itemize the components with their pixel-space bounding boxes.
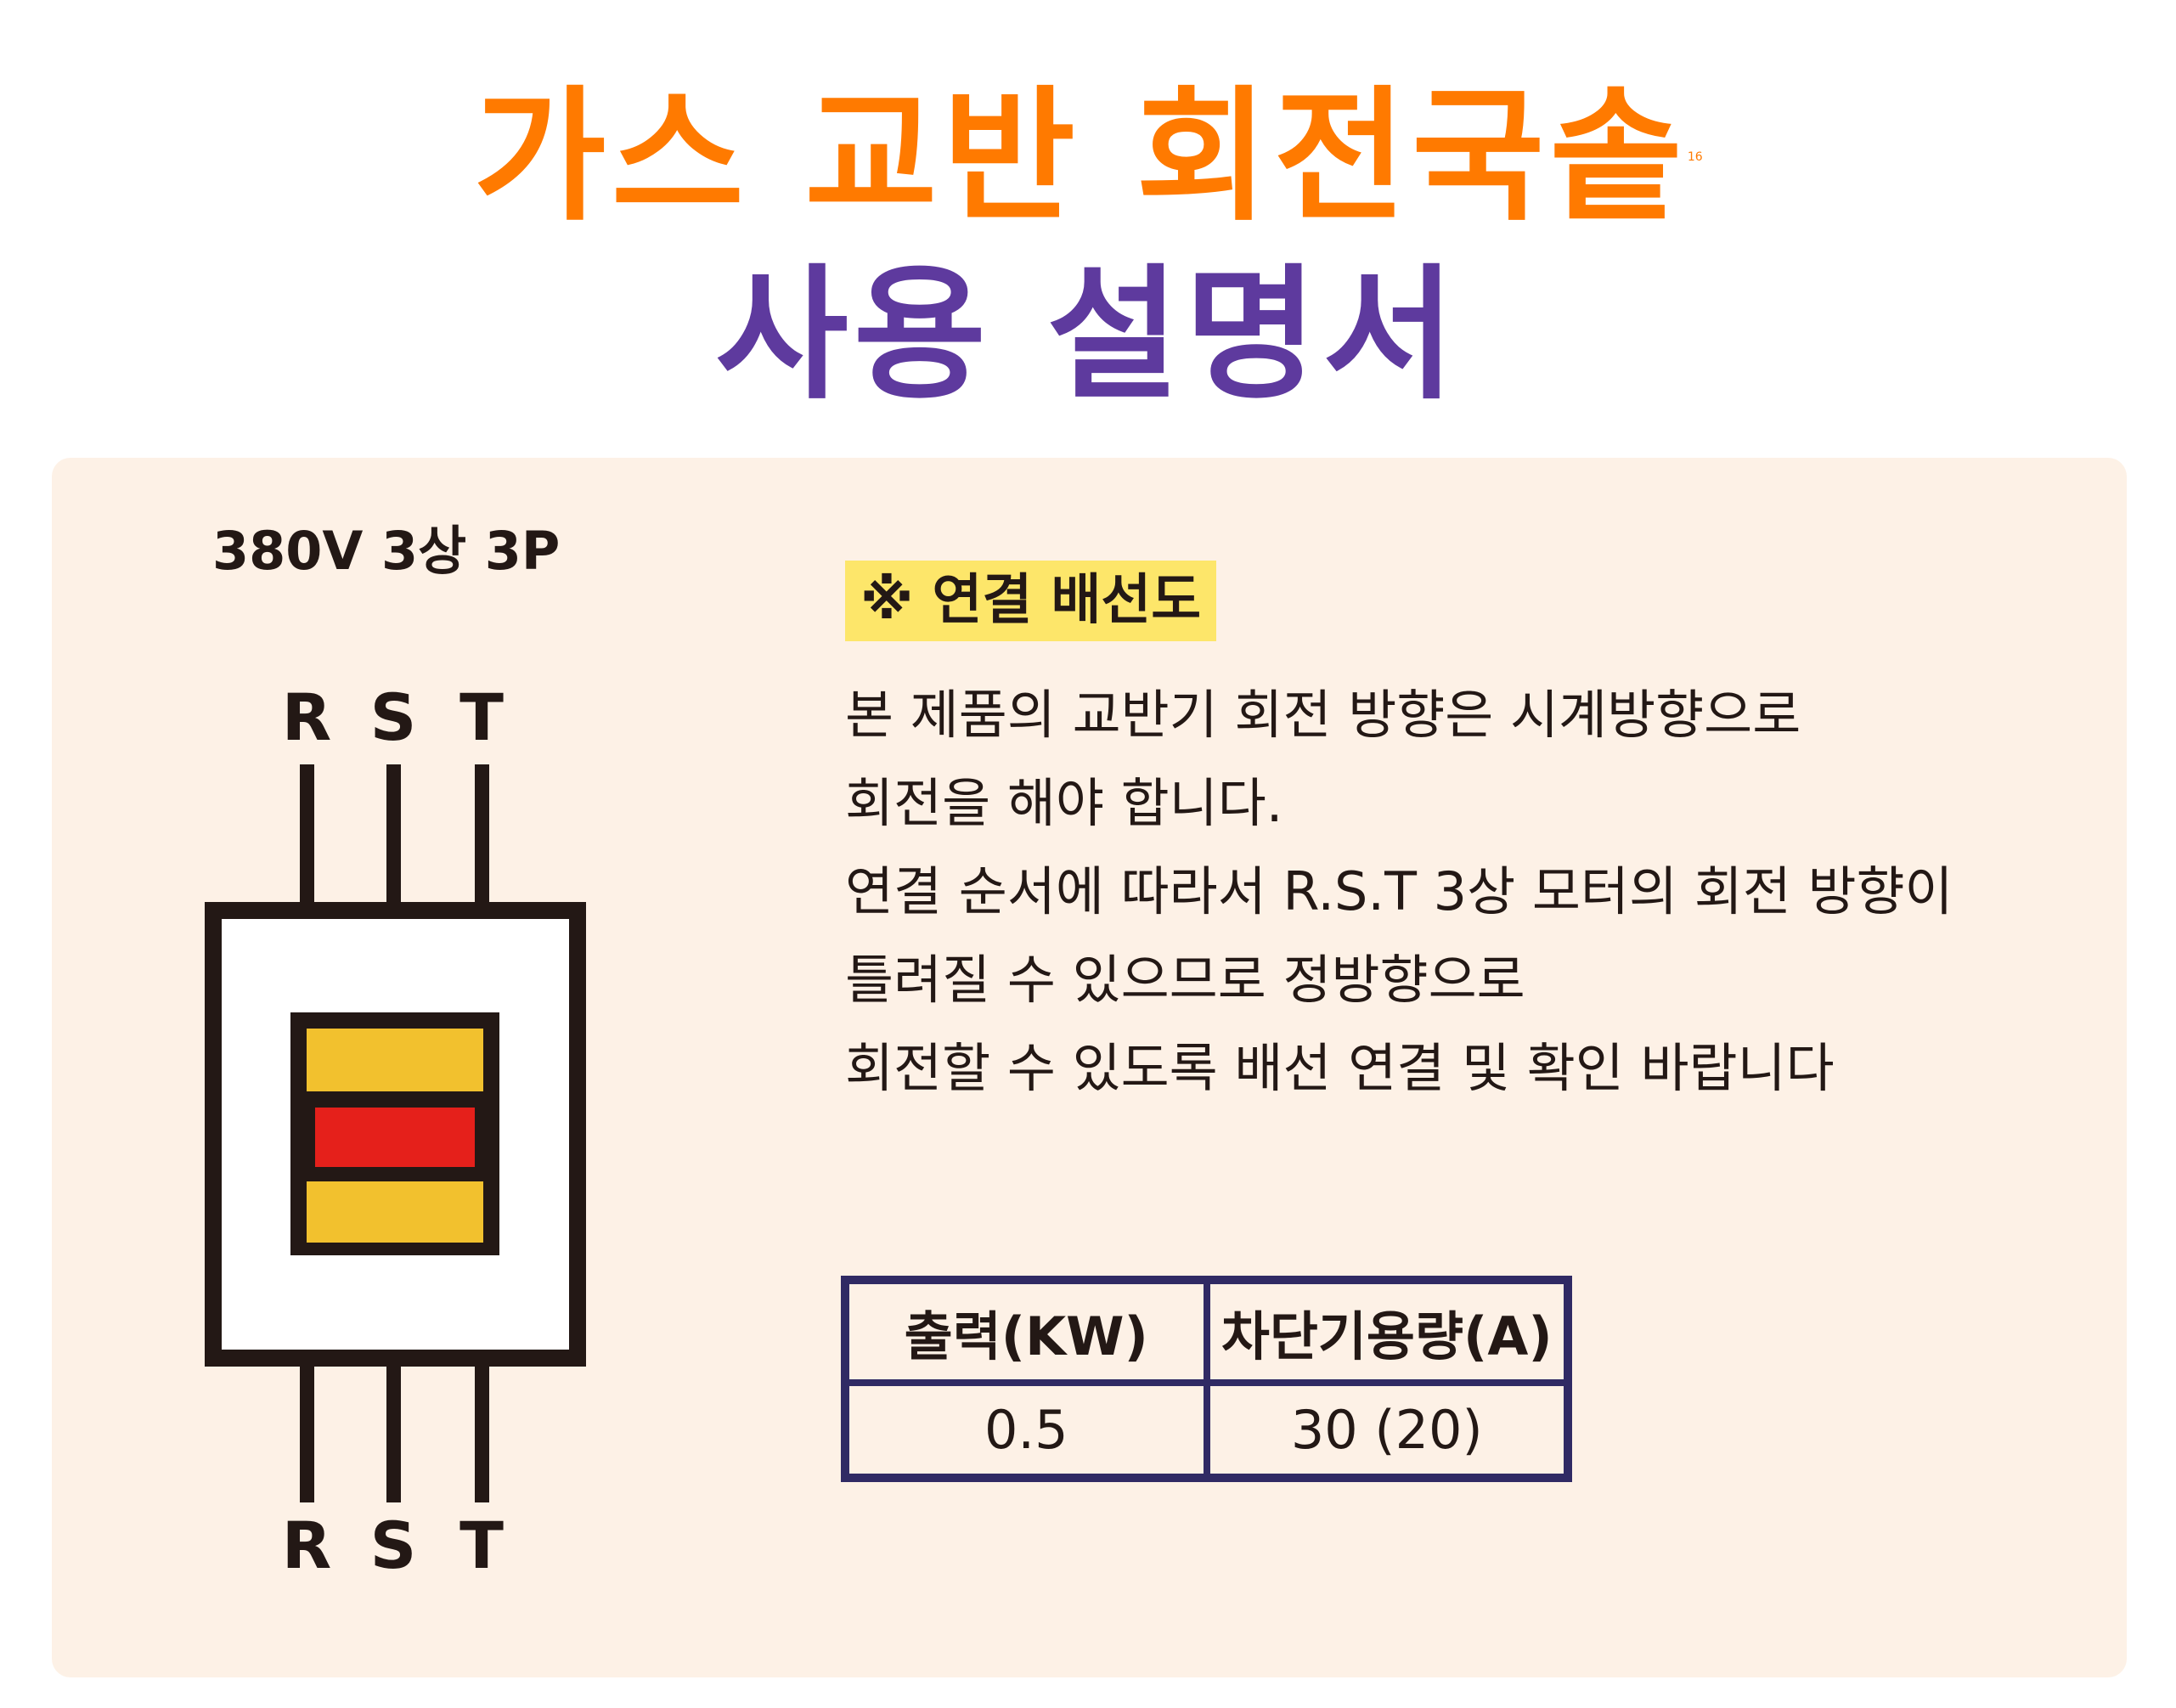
bottom-label-r: R — [281, 1508, 332, 1583]
instruction-line: 연결 순서에 따라서 R.S.T 3상 모터의 회전 방향이 — [845, 860, 1953, 922]
instructions: 본 제품의 교반기 회전 방향은 시계방향으로 회전을 해야 합니다. 연결 순… — [845, 671, 1953, 1113]
table-header-row: 출력(KW) 차단기용량(A) — [842, 1277, 1571, 1386]
yellow-bar-top — [307, 1029, 483, 1091]
instruction-line: 회전할 수 있도록 배선 연결 및 확인 바랍니다 — [845, 1037, 1835, 1099]
top-label-s: S — [369, 679, 417, 755]
top-label-r: R — [281, 679, 332, 755]
wire-top-r — [300, 764, 314, 905]
instruction-line: 틀려질 수 있으므로 정방향으로 — [845, 949, 1525, 1011]
wire-bottom-r — [300, 1367, 314, 1502]
bottom-label-s: S — [369, 1508, 417, 1583]
table-row: 0.5 30 (20) — [842, 1379, 1571, 1481]
yellow-bar-bottom — [307, 1181, 483, 1243]
top-label-t: T — [459, 679, 504, 755]
voltage-spec: 380V 3상 3P — [212, 520, 561, 582]
wire-bottom-t — [475, 1367, 489, 1502]
title-line-1: 가스 교반 회전국솥16 — [473, 73, 1703, 241]
cell-output: 0.5 — [842, 1379, 1210, 1481]
spec-table: 출력(KW) 차단기용량(A) 0.5 30 (20) — [841, 1276, 1572, 1482]
title-superscript: 16 — [1687, 150, 1703, 164]
wire-top-t — [475, 764, 489, 905]
breaker-switch — [290, 1012, 499, 1255]
wiring-heading: ※ 연결 배선도 — [845, 561, 1217, 641]
instruction-line: 회전을 해야 합니다. — [845, 772, 1283, 834]
header-breaker-capacity: 차단기용량(A) — [1203, 1277, 1571, 1386]
red-bar — [315, 1108, 475, 1167]
header-output: 출력(KW) — [842, 1277, 1210, 1386]
title-line-2: 사용 설명서 — [715, 251, 1461, 420]
cell-breaker-capacity: 30 (20) — [1203, 1379, 1571, 1481]
wire-bottom-s — [386, 1367, 401, 1502]
bottom-label-t: T — [459, 1508, 504, 1583]
instruction-line: 본 제품의 교반기 회전 방향은 시계방향으로 — [845, 684, 1801, 746]
wire-top-s — [386, 764, 401, 905]
